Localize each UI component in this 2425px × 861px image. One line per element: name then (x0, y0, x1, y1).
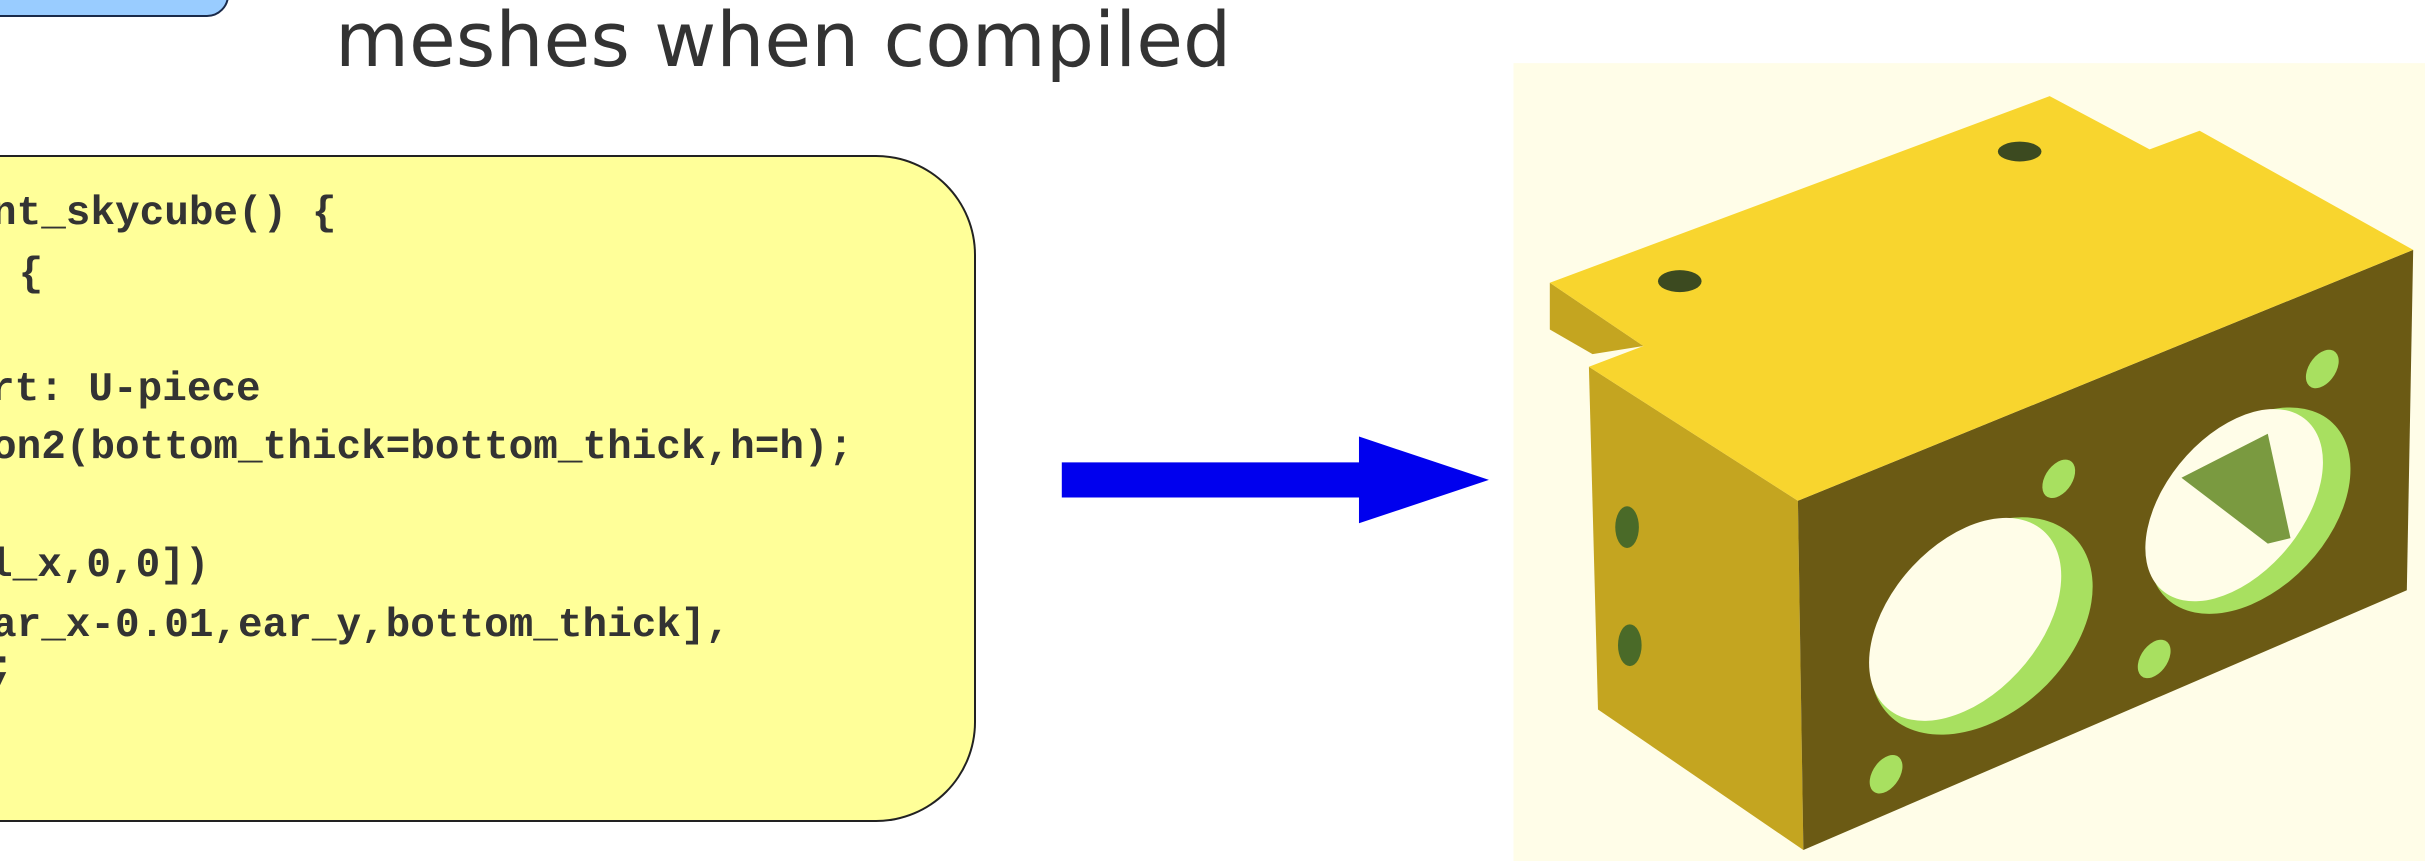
render-scene (1061, 63, 2425, 861)
code-line: nt_skycube() { (0, 191, 337, 237)
bolt-hole (2305, 349, 2339, 389)
code-line: on2(bottom_thick=bottom_thick,h=h); (0, 425, 854, 471)
3d-part-model (1549, 96, 2414, 851)
code-line: { (18, 252, 44, 298)
top-hole (1997, 141, 2042, 162)
slide-title: meshes when compiled (335, 0, 1232, 84)
big-hole (1869, 517, 2062, 721)
ledge-side-face (1549, 282, 1644, 355)
side-hole (1617, 624, 1642, 667)
bolt-hole (2042, 459, 2076, 499)
inner-wall (2181, 433, 2291, 544)
code-line: l_x,0,0]) (0, 543, 210, 589)
left-face (1588, 366, 1804, 851)
bolt-hole (1869, 755, 1903, 794)
arrow-right-icon (1061, 436, 1489, 524)
top-face (1549, 96, 2414, 501)
top-hole (1657, 270, 1702, 293)
code-line: ar_x-0.01,ear_y,bottom_thick], (0, 603, 731, 649)
side-hole (1615, 506, 1639, 549)
bolt-hole (2137, 639, 2171, 679)
code-line: ; (0, 648, 15, 689)
header-tab-box (0, 0, 229, 17)
code-line: rt: U-piece (0, 367, 261, 413)
